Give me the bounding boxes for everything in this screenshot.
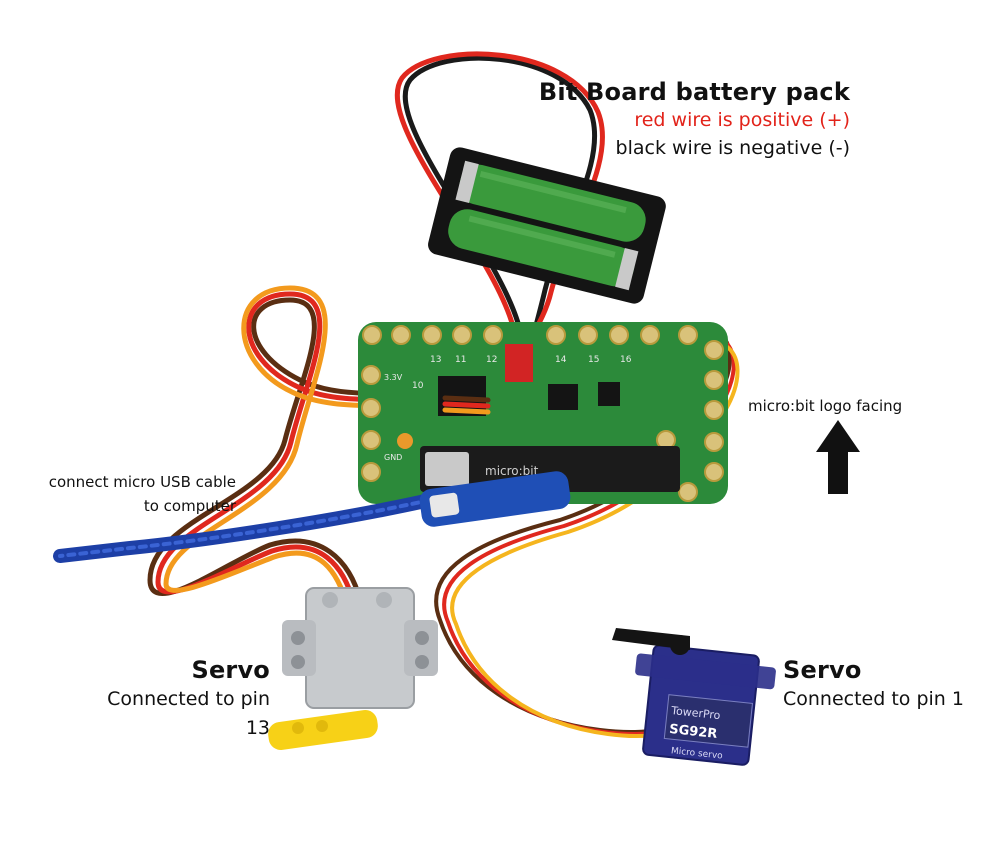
servo-right-title: Servo [783, 656, 862, 684]
left-servo-wire [147, 285, 448, 611]
orientation-arrow-icon [816, 420, 860, 494]
pin-label-3v3: 3.3V [384, 373, 403, 382]
usb-cable [53, 471, 571, 563]
battery-wires [394, 51, 605, 363]
battery-connector [505, 344, 533, 382]
pin-label-10: 10 [412, 381, 424, 391]
usb-label-line2: to computer [143, 497, 236, 515]
pin-label-11: 11 [455, 355, 466, 365]
pin-label-14: 14 [555, 355, 567, 365]
servo-plugs [442, 395, 491, 415]
servo-model: SG92R [668, 722, 717, 742]
grey-servo [268, 587, 438, 750]
usb-label: connect micro USB cable to computer [36, 470, 236, 518]
pin-label-16: 16 [620, 355, 632, 365]
pin-label-gnd: GND [384, 453, 402, 462]
microbit-text: micro:bit [485, 464, 539, 478]
negative-wire-note: black wire is negative (-) [615, 137, 850, 159]
pin-pads [361, 325, 724, 502]
regulator-chip [548, 384, 578, 410]
usb-label-line1: connect micro USB cable [48, 473, 236, 491]
pin-label-15: 15 [588, 355, 599, 365]
servo-left-label: Servo Connected to pin 13 [78, 656, 270, 743]
blue-servo: TowerPro SG92R Micro servo [612, 628, 776, 766]
servo-brand: TowerPro [670, 704, 722, 722]
microbit [420, 446, 680, 492]
bit-board: micro:bit 10 11 12 13 14 15 16 3.3V GND [358, 322, 728, 504]
pin-label-12: 12 [486, 355, 497, 365]
battery-pack-title: Bit Board battery pack [538, 78, 850, 106]
positive-wire-note: red wire is positive (+) [634, 109, 850, 131]
servo-left-pin: Connected to pin 13 [107, 688, 270, 739]
logo-orientation-label: micro:bit logo facing [748, 397, 903, 415]
servo-right-pin: Connected to pin 1 [783, 688, 964, 710]
servo-left-title: Servo [191, 656, 270, 684]
pin-label-13: 13 [430, 355, 441, 365]
battery-pack [428, 147, 666, 304]
power-led [397, 433, 413, 449]
servo-right-label: Servo Connected to pin 1 [783, 656, 964, 714]
battery-pack-label: Bit Board battery pack red wire is posit… [539, 78, 850, 162]
